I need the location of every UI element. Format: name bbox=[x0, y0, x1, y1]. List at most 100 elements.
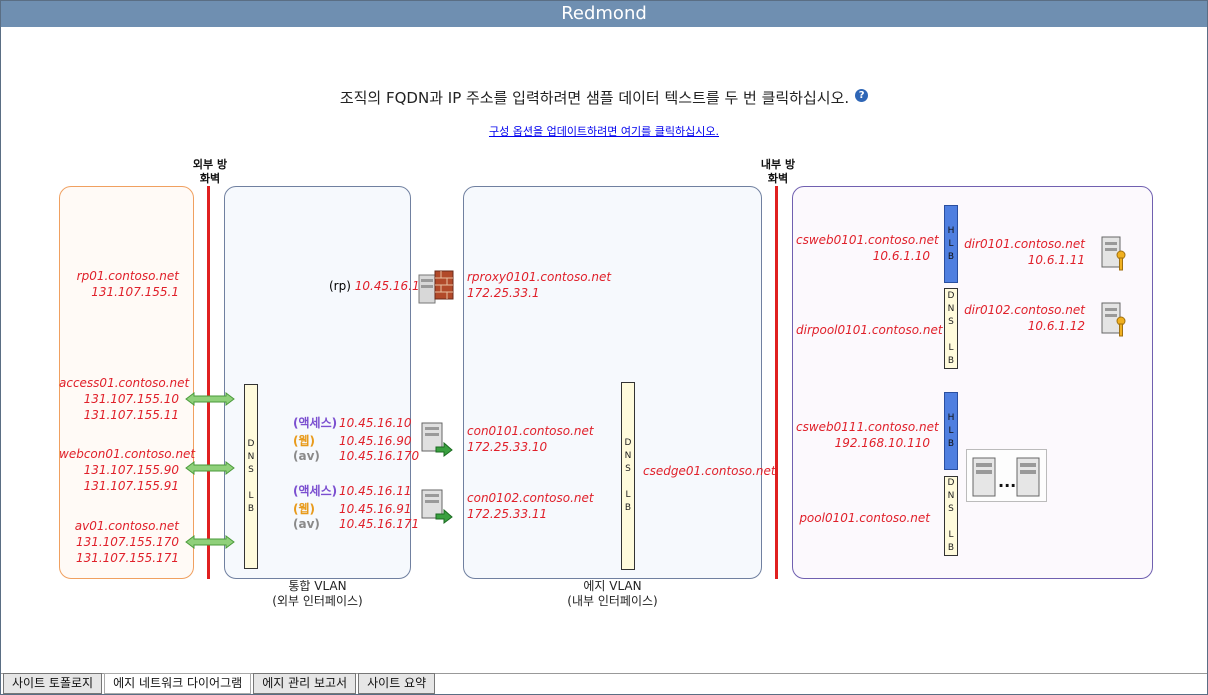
lb-char: N bbox=[624, 451, 632, 461]
site-title: Redmond bbox=[1, 1, 1207, 27]
tab-site-topology[interactable]: 사이트 토폴로지 bbox=[3, 673, 103, 694]
hlb-char: H bbox=[947, 412, 955, 423]
help-icon[interactable]: ? bbox=[855, 89, 869, 102]
external-firewall-line bbox=[207, 186, 210, 579]
edge-zone bbox=[463, 186, 762, 579]
reverse-proxy-firewall-icon[interactable] bbox=[417, 267, 455, 305]
perimeter-rp-node[interactable]: (rp) 10.45.16.1 bbox=[329, 278, 420, 294]
tab-edge-admin-report[interactable]: 에지 관리 보고서 bbox=[253, 673, 357, 694]
double-arrow-icon bbox=[185, 535, 235, 549]
service-row[interactable]: (av) 10.45.16.170 bbox=[293, 449, 420, 463]
perimeter-dns-lb[interactable]: D N S L B bbox=[244, 384, 258, 569]
lb-char: B bbox=[947, 543, 955, 553]
edge-rproxy-node[interactable]: rproxy0101.contoso.net 172.25.33.1 bbox=[467, 269, 611, 301]
service-ip: 10.45.16.10 bbox=[339, 416, 412, 430]
av-ip1: 131.107.155.170 bbox=[75, 535, 179, 549]
external-webcon-node[interactable]: webcon01.contoso.net 131.107.155.90 131.… bbox=[59, 446, 195, 494]
pool-server-icon bbox=[972, 457, 996, 497]
internal-hlb-1[interactable]: H L B bbox=[944, 205, 958, 283]
tab-divider bbox=[1, 673, 1207, 674]
access-ip2: 131.107.155.11 bbox=[83, 408, 179, 422]
service-ip: 10.45.16.171 bbox=[339, 517, 420, 531]
service-row[interactable]: (웹)10.45.16.91 bbox=[293, 500, 412, 517]
service-ip: 10.45.16.170 bbox=[339, 449, 420, 463]
lb-char: L bbox=[248, 490, 254, 501]
directory-server-icon[interactable] bbox=[1099, 301, 1129, 339]
service-row[interactable]: (액세스)10.45.16.10 bbox=[293, 414, 412, 431]
internal-csweb2-node[interactable]: csweb0111.contoso.net 192.168.10.110 bbox=[796, 419, 939, 451]
internal-dir2-node[interactable]: dir0102.contoso.net 10.6.1.12 bbox=[963, 302, 1085, 334]
dirpool-fqdn[interactable]: dirpool0101.contoso.net bbox=[796, 323, 943, 337]
role-web: (웹) bbox=[293, 434, 316, 448]
external-firewall-line2: 화벽 bbox=[199, 172, 221, 185]
external-av-node[interactable]: av01.contoso.net 131.107.155.170 131.107… bbox=[59, 518, 179, 566]
service-ip: 10.45.16.11 bbox=[339, 484, 412, 498]
instruction-label: 조직의 FQDN과 IP 주소를 입력하려면 샘플 데이터 텍스트를 두 번 클… bbox=[339, 89, 850, 107]
hlb-char: L bbox=[948, 425, 954, 436]
rproxy-fqdn: rproxy0101.contoso.net bbox=[467, 270, 612, 284]
hlb-char: L bbox=[948, 238, 954, 249]
service-row[interactable]: (웹) 10.45.16.90 bbox=[293, 432, 412, 449]
server-pool[interactable]: ... bbox=[966, 449, 1047, 502]
service-ip: 10.45.16.90 bbox=[339, 434, 412, 448]
external-firewall-line1: 외부 방 bbox=[192, 158, 228, 171]
pool-ellipsis: ... bbox=[998, 472, 1017, 491]
external-rp-node[interactable]: rp01.contoso.net 131.107.155.1 bbox=[61, 268, 179, 300]
role-av: (av) bbox=[293, 449, 320, 463]
hlb-char: H bbox=[947, 225, 955, 236]
lb-char: N bbox=[947, 491, 955, 501]
lb-char bbox=[950, 329, 953, 342]
perimeter-vlan-line1: 통합 VLAN bbox=[288, 579, 347, 593]
internal-zone bbox=[792, 186, 1153, 579]
lb-char: S bbox=[248, 464, 254, 475]
lb-char: B bbox=[247, 503, 255, 514]
lb-char: S bbox=[948, 504, 954, 514]
config-options-link[interactable]: 구성 옵션을 업데이트하려면 여기를 클릭하십시오. bbox=[488, 125, 719, 138]
directory-server-icon[interactable] bbox=[1099, 235, 1129, 273]
internal-dir1-node[interactable]: dir0101.contoso.net 10.6.1.11 bbox=[963, 236, 1085, 268]
lb-char: D bbox=[247, 438, 255, 449]
edge-dns-lb[interactable]: D N S L B bbox=[621, 382, 635, 570]
tab-site-summary[interactable]: 사이트 요약 bbox=[358, 673, 436, 694]
dir1-fqdn: dir0101.contoso.net bbox=[964, 237, 1085, 251]
rp-fqdn: rp01.contoso.net bbox=[76, 269, 179, 283]
dir2-ip: 10.6.1.12 bbox=[1027, 319, 1085, 333]
access-ip1: 131.107.155.10 bbox=[83, 392, 179, 406]
service-ip: 10.45.16.91 bbox=[339, 502, 412, 516]
csedge-fqdn[interactable]: csedge01.contoso.net bbox=[643, 464, 776, 478]
edge-server-icon[interactable] bbox=[420, 421, 454, 457]
internal-firewall-line1: 내부 방 bbox=[760, 158, 796, 171]
lb-char: B bbox=[947, 355, 955, 366]
service-row[interactable]: (액세스)10.45.16.11 bbox=[293, 482, 412, 499]
perimeter-vlan-line2: (외부 인터페이스) bbox=[272, 594, 363, 608]
pool-server-icon bbox=[1016, 457, 1040, 497]
external-access-node[interactable]: access01.contoso.net 131.107.155.10 131.… bbox=[59, 375, 189, 423]
internal-dns-lb-2[interactable]: D N S L B bbox=[944, 476, 958, 556]
lb-char: L bbox=[948, 342, 954, 353]
service-row[interactable]: (av)10.45.16.171 bbox=[293, 517, 420, 531]
lb-char bbox=[250, 477, 253, 490]
tab-edge-network-diagram[interactable]: 에지 네트워크 다이어그램 bbox=[104, 673, 252, 694]
con2-ip: 172.25.33.11 bbox=[467, 507, 548, 521]
internal-csweb1-node[interactable]: csweb0101.contoso.net 10.6.1.10 bbox=[796, 232, 939, 264]
rproxy-ip: 172.25.33.1 bbox=[467, 286, 540, 300]
internal-hlb-2[interactable]: H L B bbox=[944, 392, 958, 470]
internal-dns-lb-1[interactable]: D N S L B bbox=[944, 288, 958, 369]
dir1-ip: 10.6.1.11 bbox=[1027, 253, 1085, 267]
role-access: (액세스) bbox=[293, 416, 338, 430]
edge-con1-node[interactable]: con0101.contoso.net 172.25.33.10 bbox=[467, 423, 594, 455]
csweb2-ip: 192.168.10.110 bbox=[834, 436, 930, 450]
internal-firewall-line bbox=[775, 186, 778, 579]
av-fqdn: av01.contoso.net bbox=[74, 519, 179, 533]
perimeter-vlan-label: 통합 VLAN (외부 인터페이스) bbox=[224, 579, 411, 609]
edge-vlan-label: 에지 VLAN (내부 인터페이스) bbox=[463, 579, 762, 609]
lb-char: N bbox=[947, 303, 955, 314]
sheet-tabs: 사이트 토폴로지 에지 네트워크 다이어그램 에지 관리 보고서 사이트 요약 bbox=[3, 673, 437, 694]
pool-fqdn[interactable]: pool0101.contoso.net bbox=[799, 511, 930, 525]
lb-char: L bbox=[625, 490, 631, 500]
lb-char: N bbox=[247, 451, 255, 462]
edge-con2-node[interactable]: con0102.contoso.net 172.25.33.11 bbox=[467, 490, 594, 522]
external-firewall-label: 외부 방 화벽 bbox=[185, 158, 235, 186]
edge-server-icon[interactable] bbox=[420, 488, 454, 524]
